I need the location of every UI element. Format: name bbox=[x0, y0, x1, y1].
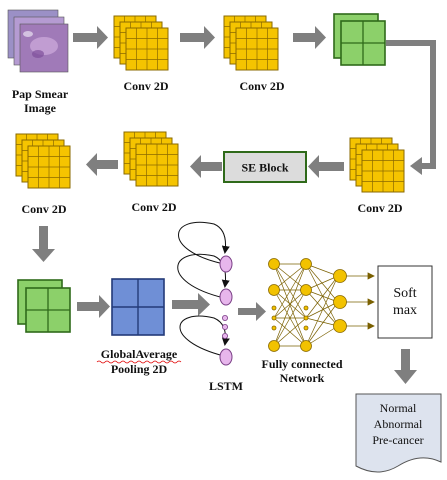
arrow-softmax-to-output bbox=[394, 349, 417, 384]
feature-map-top bbox=[333, 13, 386, 66]
arrow-lstm-to-fc bbox=[238, 302, 266, 321]
softmax-label-line2: max bbox=[393, 303, 417, 318]
gap-label-line1: GlobalAverage bbox=[101, 347, 178, 361]
arrow-conv4-to-conv5 bbox=[86, 153, 118, 176]
conv2-label: Conv 2D bbox=[239, 79, 284, 93]
output-line3: Pre-cancer bbox=[372, 433, 423, 447]
conv2d-block-3 bbox=[349, 137, 405, 193]
global-average-pooling bbox=[111, 278, 165, 336]
output-line2: Abnormal bbox=[374, 417, 423, 431]
se-block-label: SE Block bbox=[241, 161, 288, 175]
arrow-gap-to-lstm bbox=[172, 293, 210, 316]
conv2d-block-4 bbox=[123, 131, 179, 187]
lstm-label: LSTM bbox=[209, 379, 243, 393]
conv1-label: Conv 2D bbox=[123, 79, 168, 93]
conv5-label: Conv 2D bbox=[21, 202, 66, 216]
input-label-line2: Image bbox=[24, 101, 57, 115]
pap-smear-image bbox=[7, 9, 69, 73]
fc-label-line1: Fully connected bbox=[262, 357, 343, 371]
fc-label-line2: Network bbox=[280, 371, 325, 385]
arrow-conv5-to-features bbox=[32, 226, 55, 262]
conv2d-block-2 bbox=[223, 15, 279, 71]
fully-connected-network bbox=[268, 258, 375, 352]
arrow-conv2-to-features bbox=[293, 26, 326, 49]
connector-features-to-conv3 bbox=[386, 40, 436, 175]
output-line1: Normal bbox=[380, 401, 417, 415]
input-label-line1: Pap Smear bbox=[12, 87, 69, 101]
arrow-conv1-to-conv2 bbox=[180, 26, 215, 49]
softmax-label-line1: Soft bbox=[393, 286, 416, 301]
arrow-conv3-to-se bbox=[308, 155, 344, 178]
lstm-cells bbox=[177, 221, 233, 366]
output-document bbox=[355, 393, 442, 473]
feature-map-bottom bbox=[17, 279, 71, 333]
conv2d-block-1 bbox=[113, 15, 169, 71]
se-block bbox=[223, 151, 307, 183]
conv3-label: Conv 2D bbox=[357, 201, 402, 215]
arrow-features-to-gap bbox=[77, 295, 110, 318]
gap-label-line2: Pooling 2D bbox=[111, 362, 168, 376]
arrow-input-to-conv1 bbox=[73, 26, 108, 49]
softmax-box bbox=[377, 265, 433, 339]
conv2d-block-5 bbox=[15, 133, 71, 189]
arrow-se-to-conv4 bbox=[190, 155, 222, 178]
conv4-label: Conv 2D bbox=[131, 200, 176, 214]
spellcheck-underline bbox=[96, 360, 182, 364]
